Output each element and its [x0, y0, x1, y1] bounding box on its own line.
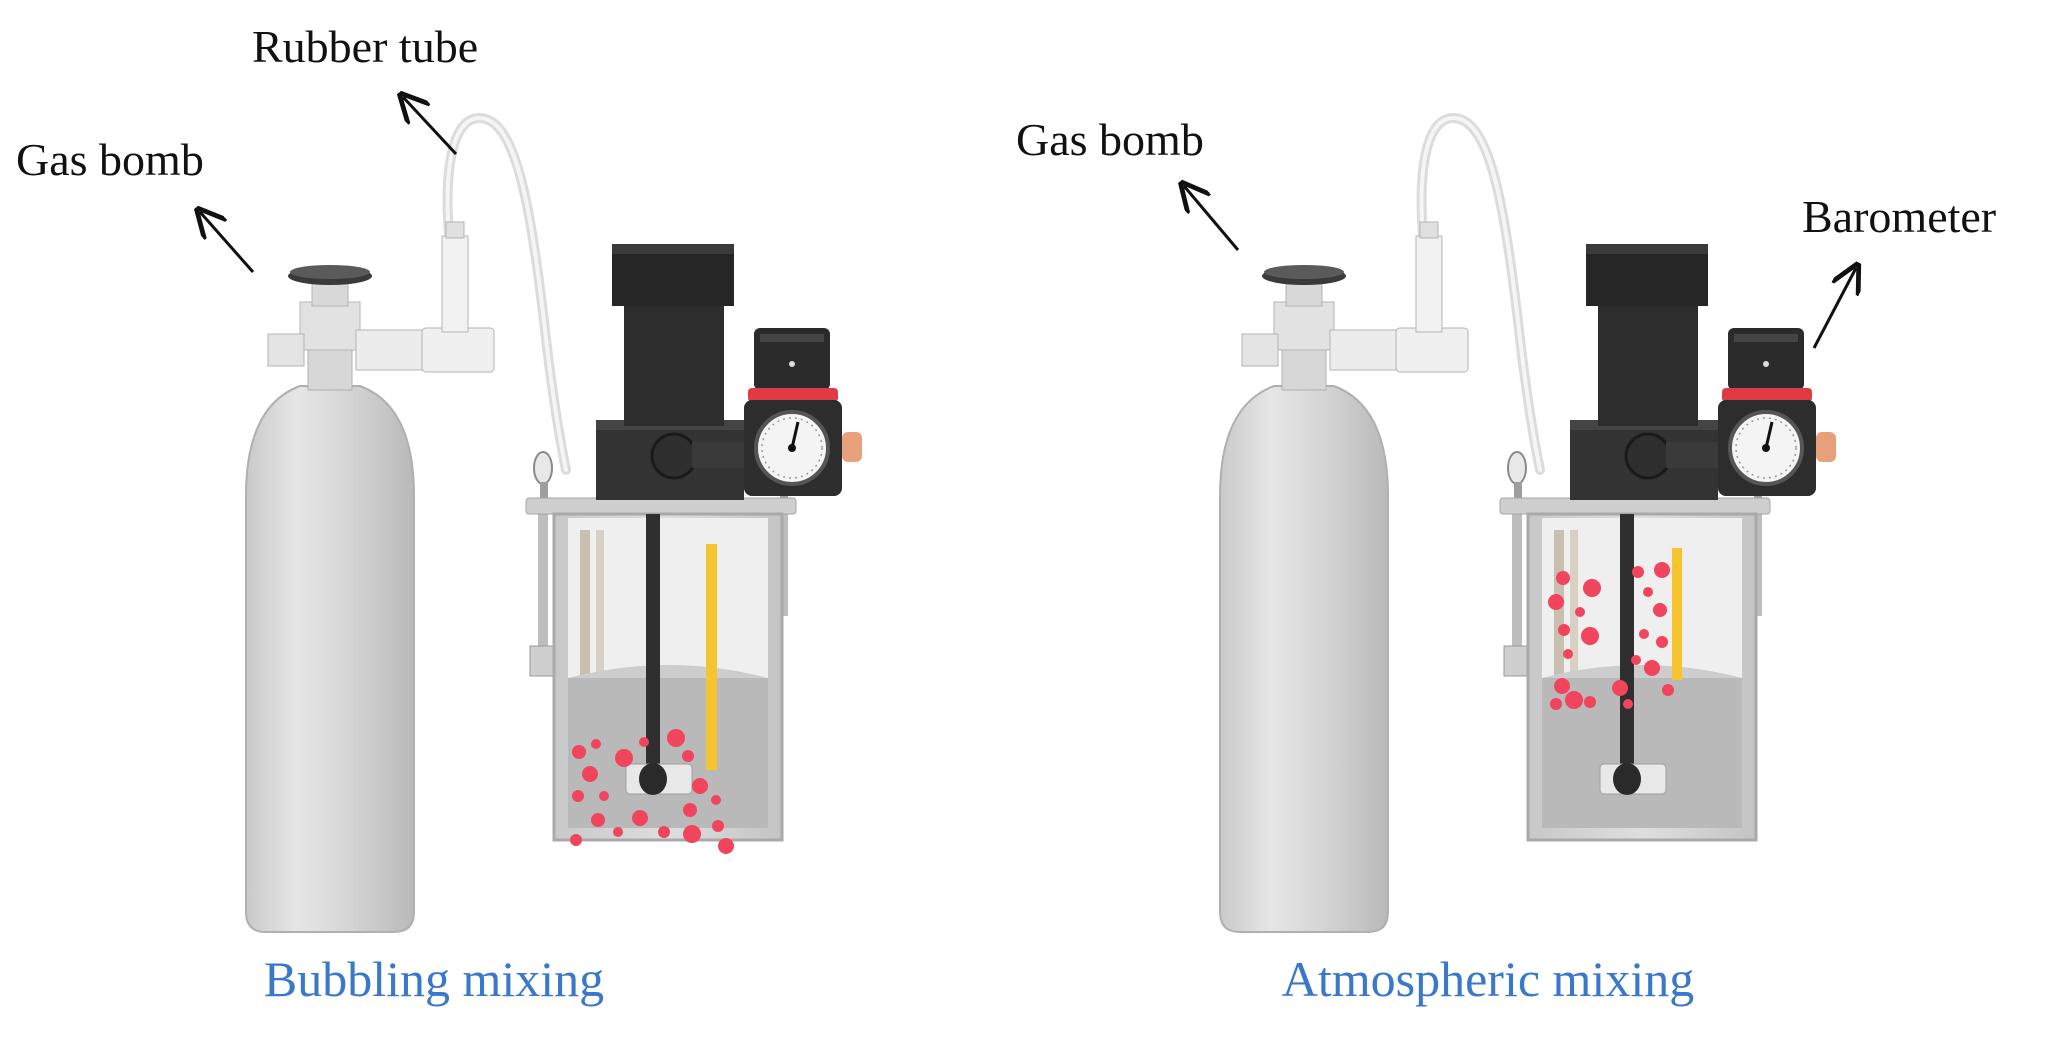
- left-sensor-rod: [706, 544, 717, 770]
- left-rubber-tube-label: Rubber tube: [252, 21, 478, 72]
- left-caption: Bubbling mixing: [264, 951, 604, 1007]
- left-bubbles: [570, 729, 734, 854]
- right-gas-bomb-label-group: Gas bomb: [1016, 114, 1240, 251]
- right-barometer-label-group: Barometer: [1802, 191, 1996, 349]
- right-bubbles: [1548, 562, 1674, 710]
- left-gas-cylinder: [245, 221, 495, 933]
- right-sensor-rod: [1672, 548, 1682, 680]
- left-rubber-tube-label-group: Rubber tube: [252, 21, 478, 156]
- right-barometer-label: Barometer: [1802, 191, 1996, 242]
- left-apparatus: [245, 113, 864, 933]
- right-apparatus: [1219, 113, 1838, 933]
- left-gas-bomb-label-group: Gas bomb: [16, 134, 255, 273]
- right-reactor: [1498, 242, 1838, 842]
- left-gas-bomb-label: Gas bomb: [16, 134, 204, 185]
- right-gas-bomb-label: Gas bomb: [1016, 114, 1204, 165]
- right-gas-cylinder: [1219, 221, 1469, 933]
- right-caption: Atmospheric mixing: [1282, 951, 1694, 1007]
